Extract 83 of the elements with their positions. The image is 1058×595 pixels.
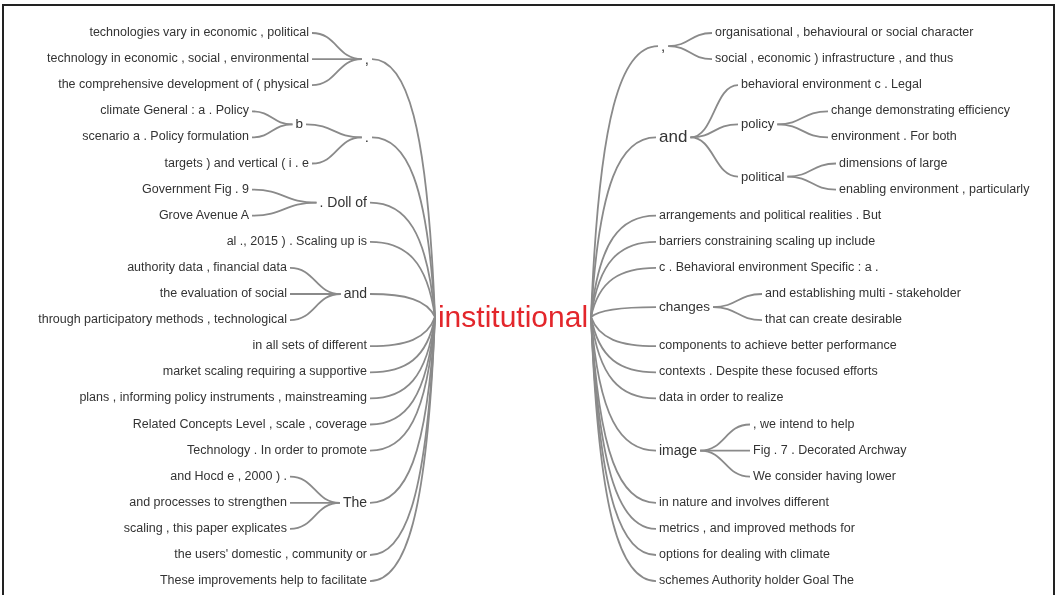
root-word: institutional — [434, 298, 592, 336]
branch-line — [369, 316, 436, 348]
phrase-label: image — [656, 441, 701, 460]
branch-line — [369, 201, 436, 318]
phrase-label: market scaling requiring a supportive — [159, 364, 370, 381]
phrase-label: and — [340, 285, 370, 303]
branch-line — [251, 123, 294, 139]
phrase-label: schemes Authority holder Goal The — [656, 573, 857, 589]
branch-line — [699, 449, 751, 478]
phrase-label: al ., 2015 ) . Scaling up is — [223, 234, 370, 250]
phrase-label: change demonstrating efficiency — [828, 103, 1014, 120]
phrase-label: political — [738, 168, 788, 185]
phrase-label: . Doll of — [316, 193, 370, 212]
phrase-label: , we intend to help — [750, 416, 858, 433]
phrase-label: b — [292, 115, 306, 133]
phrase-label: the evaluation of social — [156, 286, 290, 302]
phrase-label: targets ) and vertical ( i . e — [161, 155, 312, 172]
phrase-label: the users' domestic , community or — [171, 547, 370, 563]
branch-line — [689, 123, 739, 139]
branch-line — [369, 316, 436, 374]
branch-line — [786, 175, 837, 191]
branch-line — [289, 293, 342, 321]
phrase-label: data in order to realize — [656, 390, 787, 407]
phrase-label: contexts . Despite these focused efforts — [656, 364, 881, 381]
phrase-label: c . Behavioral environment Specific : a . — [656, 260, 882, 276]
phrase-label: technology in economic , social , environmental — [44, 51, 312, 67]
phrase-label: , — [658, 36, 669, 56]
branch-line — [689, 136, 739, 178]
phrase-label: scaling , this paper explicates — [120, 521, 290, 537]
phrase-label: social , economic ) infrastructure , and thus — [712, 51, 957, 67]
phrase-label: plans , informing policy instruments , mainstreaming — [76, 390, 370, 407]
phrase-label: changes — [656, 298, 714, 316]
phrase-label: the comprehensive development of ( physical — [55, 77, 312, 93]
phrase-label: The — [339, 494, 370, 512]
branch-line — [369, 293, 436, 318]
phrase-label: and establishing multi - stakeholder — [762, 286, 964, 302]
branch-line — [786, 162, 837, 178]
phrase-label: that can create desirable — [762, 312, 905, 328]
phrase-label: metrics , and improved methods for — [656, 521, 858, 537]
phrase-label: technologies vary in economic , political — [86, 25, 312, 41]
phrase-label: Government Fig . 9 — [139, 181, 252, 198]
branch-line — [369, 240, 436, 318]
branch-line — [667, 45, 713, 60]
phrase-label: We consider having lower — [750, 468, 899, 485]
phrase-label: These improvements help to facilitate — [156, 573, 370, 589]
branch-line — [251, 201, 318, 217]
branch-line — [590, 214, 657, 318]
phrase-label: and processes to strengthen — [126, 495, 290, 511]
phrase-label: components to achieve better performance — [656, 338, 900, 354]
branch-line — [251, 110, 294, 126]
branch-line — [289, 501, 341, 530]
phrase-label: behavioral environment c . Legal — [738, 77, 925, 93]
phrase-label: in nature and involves different — [656, 495, 833, 511]
phrase-label: organisational , behavioural or social character — [712, 25, 977, 41]
phrase-label: Related Concepts Level , scale , coverage — [129, 416, 370, 433]
phrase-label: policy — [738, 116, 778, 133]
phrase-label: enabling environment , particularly — [836, 181, 1033, 198]
phrase-label: Grove Avenue A — [155, 207, 252, 224]
branch-line — [776, 110, 829, 126]
phrase-label: options for dealing with climate — [656, 547, 833, 563]
branch-line — [712, 306, 763, 321]
phrase-label: and — [656, 126, 691, 148]
phrase-label: authority data , financial data — [124, 260, 290, 276]
branch-line — [590, 316, 657, 348]
phrase-label: Fig . 7 . Decorated Archway — [750, 442, 910, 459]
branch-line — [590, 267, 657, 318]
branch-line — [590, 306, 657, 318]
phrase-label: environment . For both — [828, 129, 960, 146]
phrase-label: . — [361, 128, 372, 147]
phrase-label: and Hocd e , 2000 ) . — [167, 468, 290, 485]
phrase-label: in all sets of different — [249, 338, 370, 354]
branch-line — [311, 136, 363, 165]
phrase-label: arrangements and political realities . But — [656, 207, 885, 224]
phrase-label: dimensions of large — [836, 155, 951, 172]
phrase-label: barriers constraining scaling up include — [656, 234, 879, 250]
phrase-label: climate General : a . Policy — [97, 103, 252, 120]
phrase-label: Technology . In order to promote — [184, 442, 370, 459]
branch-line — [305, 123, 363, 139]
phrase-label: , — [361, 49, 372, 69]
phrase-label: through participatory methods , technological — [35, 312, 290, 328]
branch-line — [311, 58, 363, 87]
phrase-label: scenario a . Policy formulation — [79, 129, 252, 146]
branch-line — [776, 123, 829, 139]
